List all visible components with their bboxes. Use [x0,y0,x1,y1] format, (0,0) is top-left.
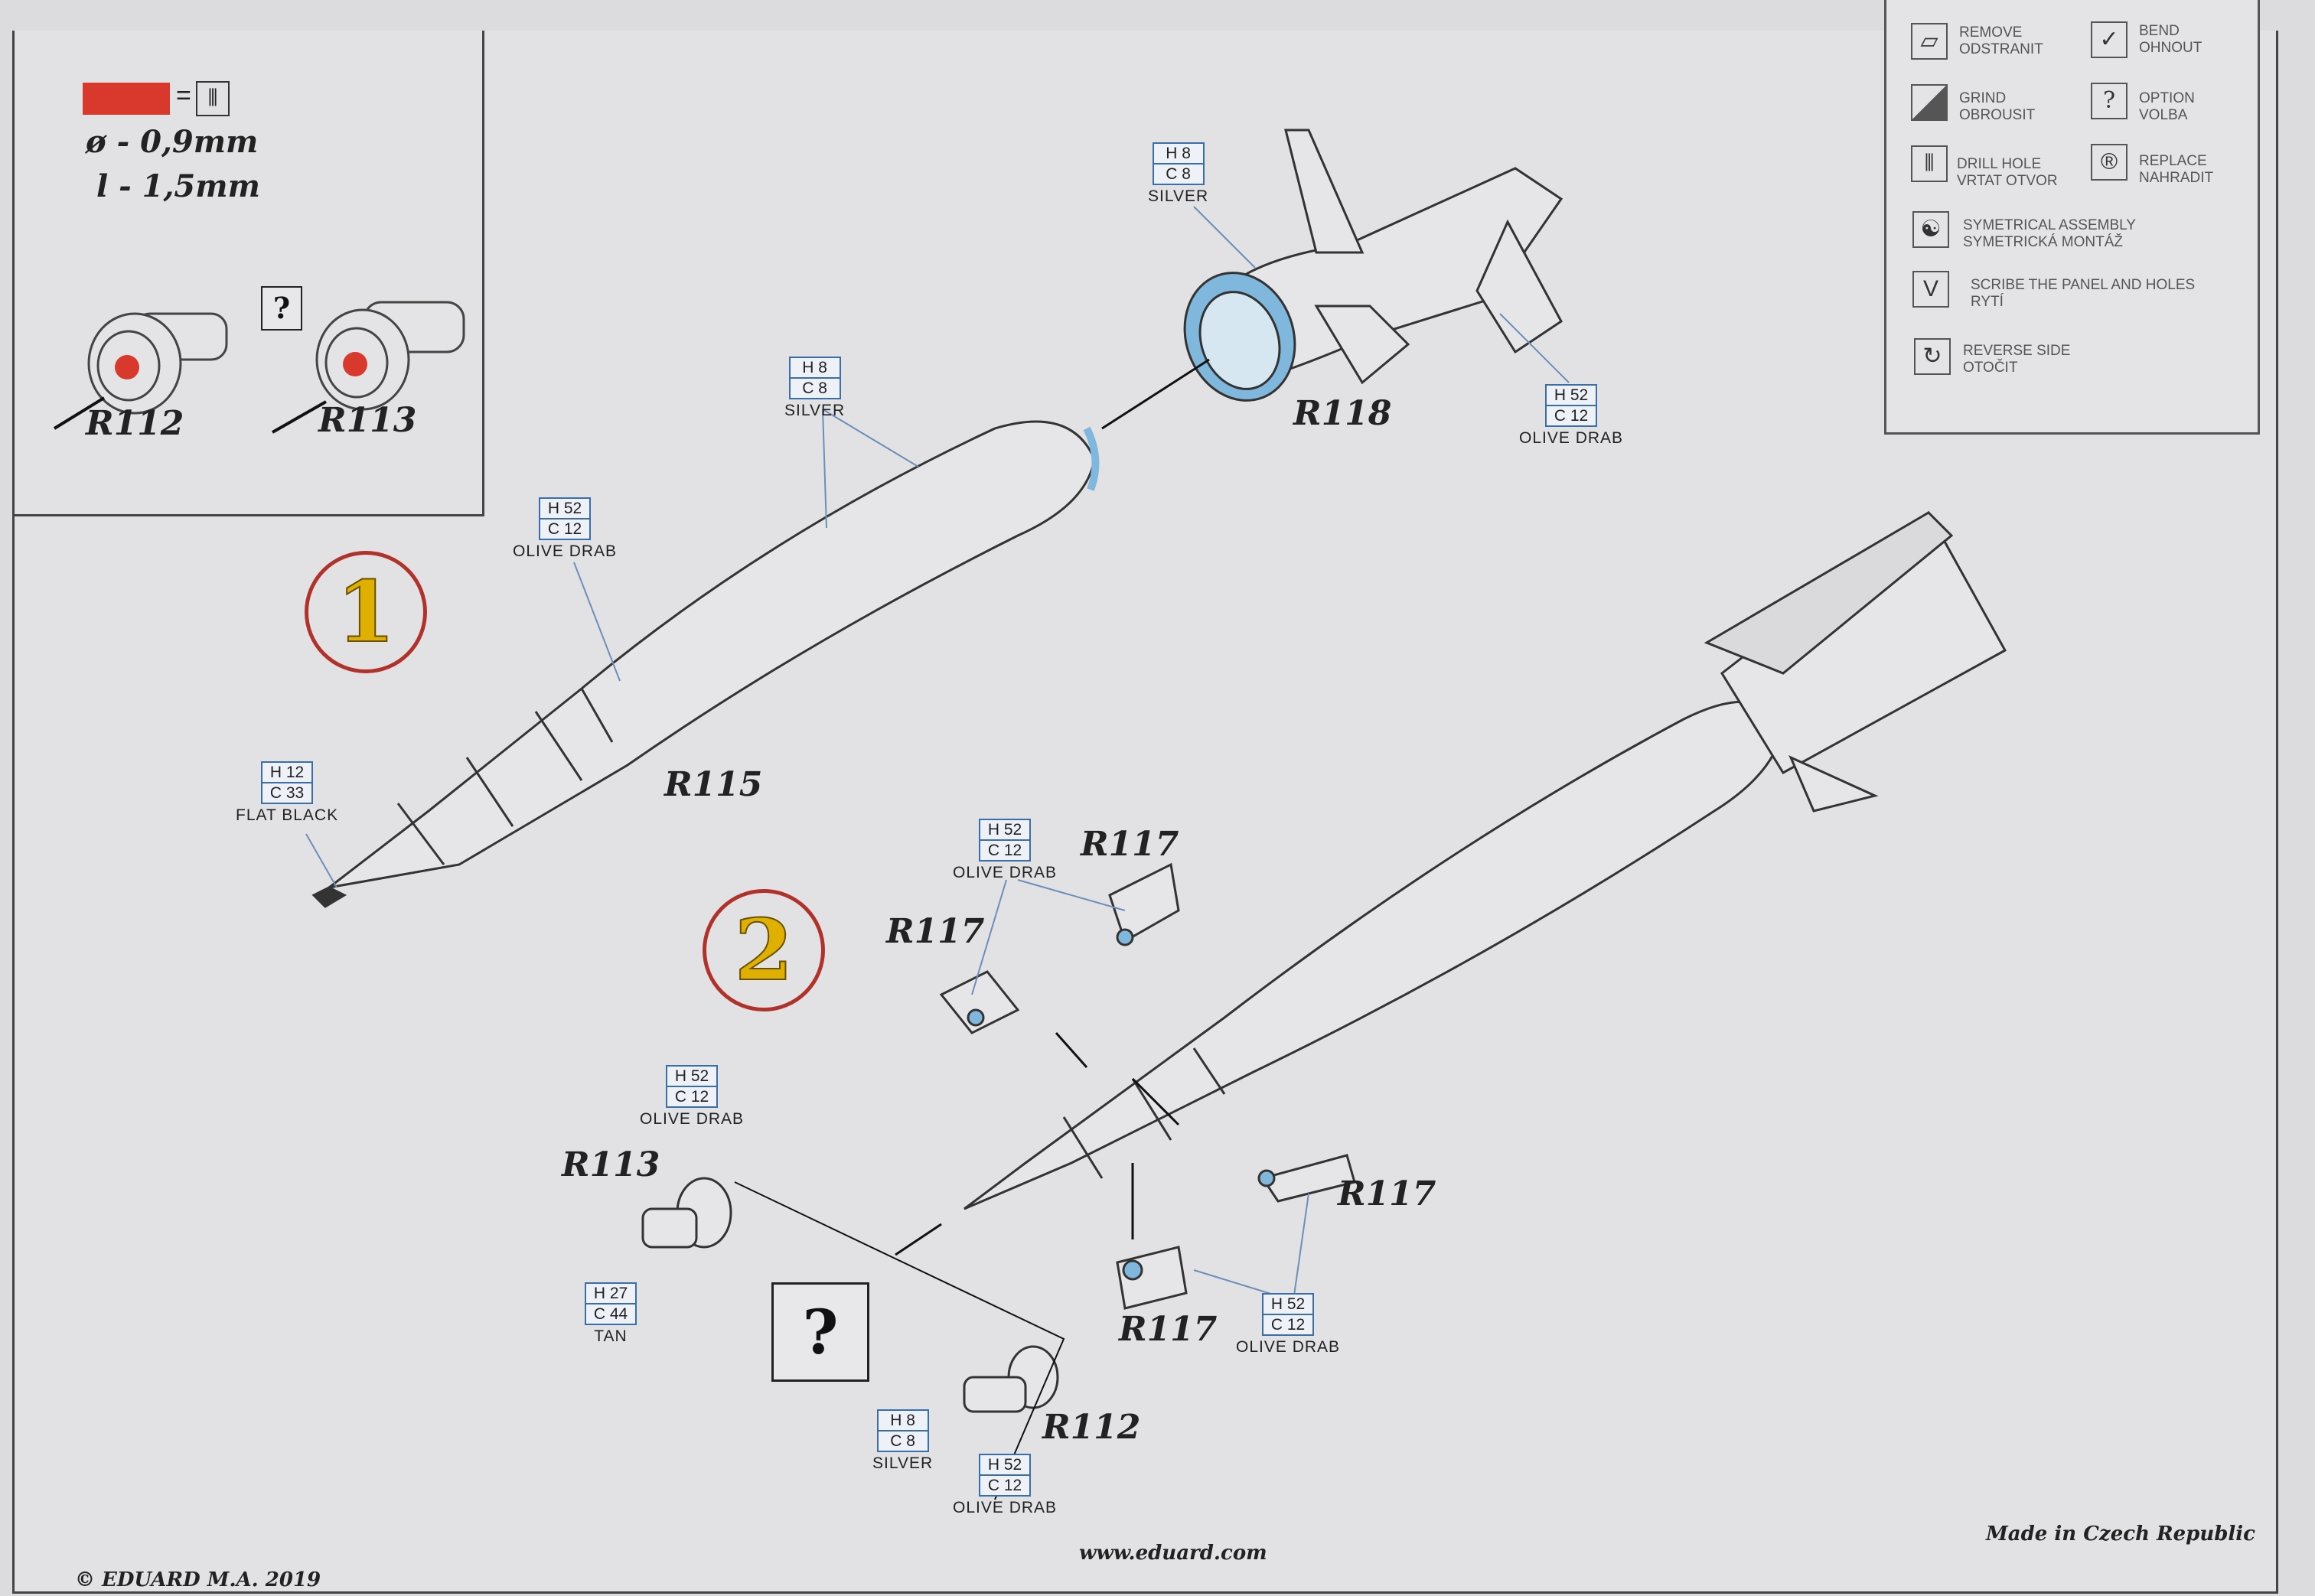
scribe-icon: V [1912,271,1949,308]
grind-icon [1911,84,1948,121]
footer-made-in: Made in Czech Republic [1986,1523,2256,1546]
fuze-drawings [53,301,465,434]
drill-info-box: = ⫴ ø - 0,9mm l - 1,5mm ? R112 R113 [12,31,484,516]
fins-r117 [939,862,1356,1310]
part-label-r117-right: R117 [1338,1174,1436,1213]
fuze-r113-assembly [641,1177,732,1249]
tail-r118 [1183,129,1563,402]
drill-diameter: ø - 0,9mm [86,124,259,160]
footer-copyright: © EDUARD M.A. 2019 [75,1568,321,1591]
reverse-side-icon: ↻ [1914,338,1951,375]
equals-sign: = [176,81,191,110]
arrows [734,358,1210,1500]
drill-hole-icon: ⫴ [1911,145,1948,182]
leader-lines [305,206,1570,1301]
option-mark: ? [261,286,302,331]
part-label-r117-left: R117 [886,912,985,951]
red-marker-swatch [83,83,170,115]
fuze-r113-drawing [272,301,465,434]
part-label-r117-top: R117 [1081,825,1179,864]
part-label-r112: R112 [1042,1408,1141,1447]
part-label-r115: R115 [664,765,763,804]
remove-icon: ▱ [1911,23,1948,60]
bomb-body-step1 [311,420,1100,908]
drill-length: l - 1,5mm [96,168,260,204]
bend-icon: ✓ [2091,21,2128,58]
fuze-r112-drawing [53,312,228,430]
part-label-r118: R118 [1293,394,1392,433]
step-2-marker: 2 [703,889,825,1011]
fuze-r112-assembly [963,1345,1059,1413]
replace-icon: ® [2091,144,2128,181]
step-1-marker: 1 [305,551,427,673]
part-label-r112: R112 [86,404,184,443]
bomb-body-step2 [963,510,2007,1210]
part-label-r113: R113 [318,401,417,440]
option-mark-step2: ? [771,1282,869,1382]
footer-url: www.eduard.com [1079,1542,1267,1565]
part-label-r113: R113 [562,1145,660,1184]
option-icon: ? [2091,83,2128,119]
symmetrical-icon: ☯ [1912,211,1949,248]
part-label-r117-bottom: R117 [1119,1310,1218,1349]
drill-hole-icon: ⫴ [196,81,230,116]
